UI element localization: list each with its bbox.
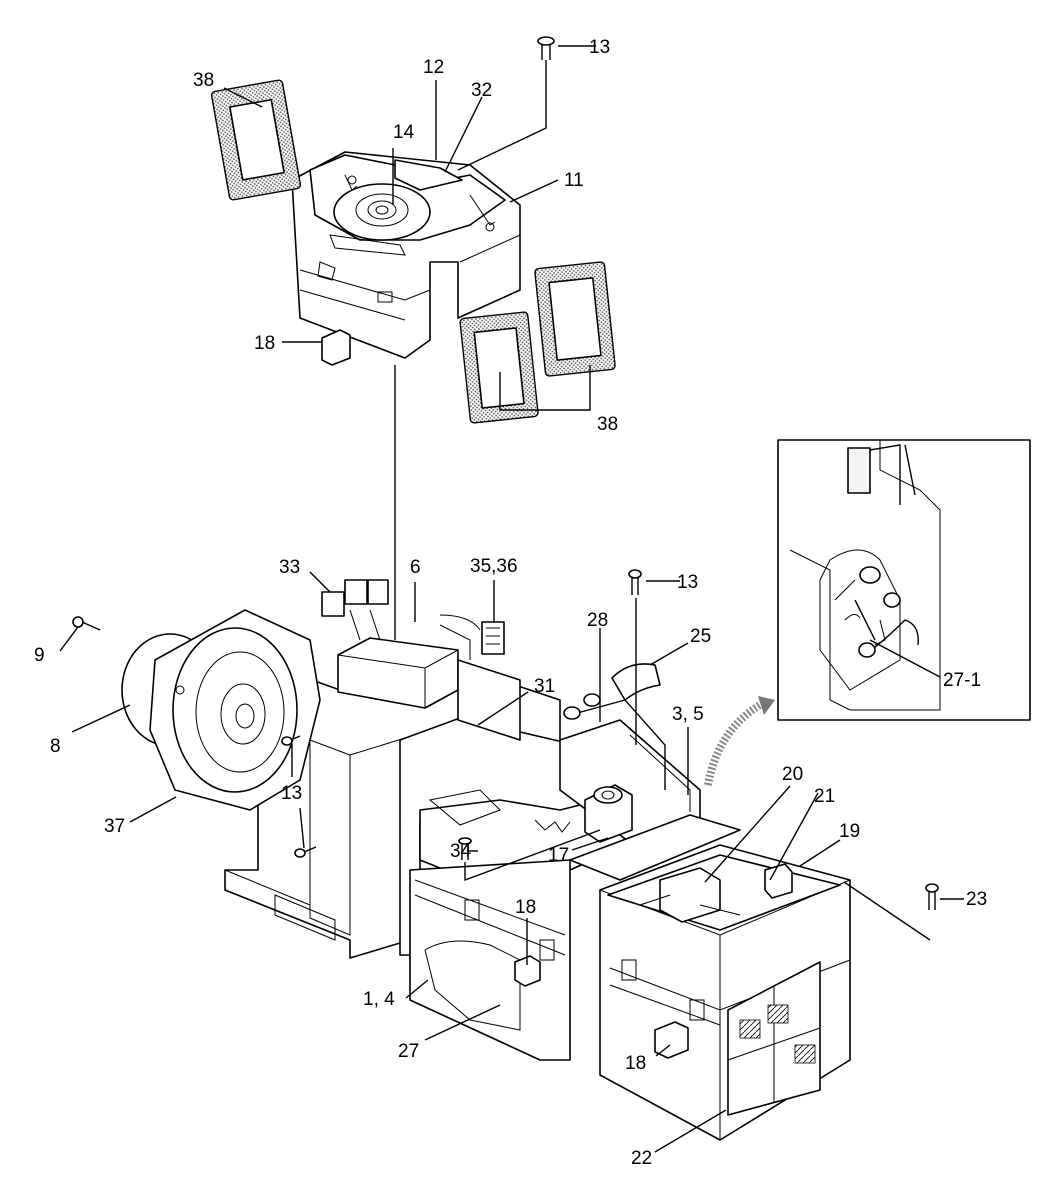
leader-lines [59,45,964,1153]
screw-23 [925,883,939,910]
clip-18-top [321,329,351,366]
callout-33: 33 [279,557,300,578]
clip-18-mid [514,955,541,987]
callout-9: 9 [34,645,45,666]
evaporator-case [569,814,851,1141]
connector-33-a [321,591,345,617]
callout-38-top: 38 [193,70,214,91]
callout-25: 25 [690,626,711,647]
screw-9 [72,616,101,631]
callout-22: 22 [631,1148,652,1169]
screw-13-left-b [294,846,317,858]
callout-37: 37 [104,816,125,837]
inset-detail [777,439,1031,721]
callout-35-36: 35,36 [470,556,518,577]
callout-20: 20 [782,764,803,785]
callout-18-top: 18 [254,333,275,354]
callout-28: 28 [587,610,608,631]
callout-19: 19 [839,821,860,842]
screw-13-left-a [281,735,301,746]
callout-13-mid: 13 [677,572,698,593]
callout-38-right: 38 [597,414,618,435]
callout-27: 27 [398,1041,419,1062]
screw-13-mid [628,569,642,595]
connector-33-c [367,579,389,605]
callout-11: 11 [564,170,584,191]
connector-35-36 [481,621,505,655]
callout-8: 8 [50,736,61,757]
callout-3-5: 3, 5 [672,704,704,725]
callout-27-1: 27-1 [943,670,981,691]
upper-blower-housing [291,151,521,359]
callout-14: 14 [393,122,415,143]
callout-labels: 13 12 32 38 14 11 18 38 33 6 35,36 13 28… [34,37,987,1169]
screw-34 [458,837,472,860]
callout-21: 21 [814,786,835,807]
callout-13-top: 13 [589,37,610,58]
callout-13-left: 13 [281,783,302,804]
detail-arrow [704,698,767,786]
callout-12: 12 [423,57,444,78]
connector-33-b [344,579,368,605]
callout-32: 32 [471,80,492,101]
callout-1-4: 1, 4 [363,989,395,1010]
callout-18-mid: 18 [515,897,536,918]
callout-6: 6 [410,557,421,578]
callout-17: 17 [548,845,569,866]
main-heater-unit [72,569,939,1061]
callout-18-bot: 18 [625,1053,646,1074]
callout-34: 34 [450,841,472,862]
screw-13-top [537,36,555,60]
callout-31: 31 [534,676,555,697]
callout-23: 23 [966,889,987,910]
